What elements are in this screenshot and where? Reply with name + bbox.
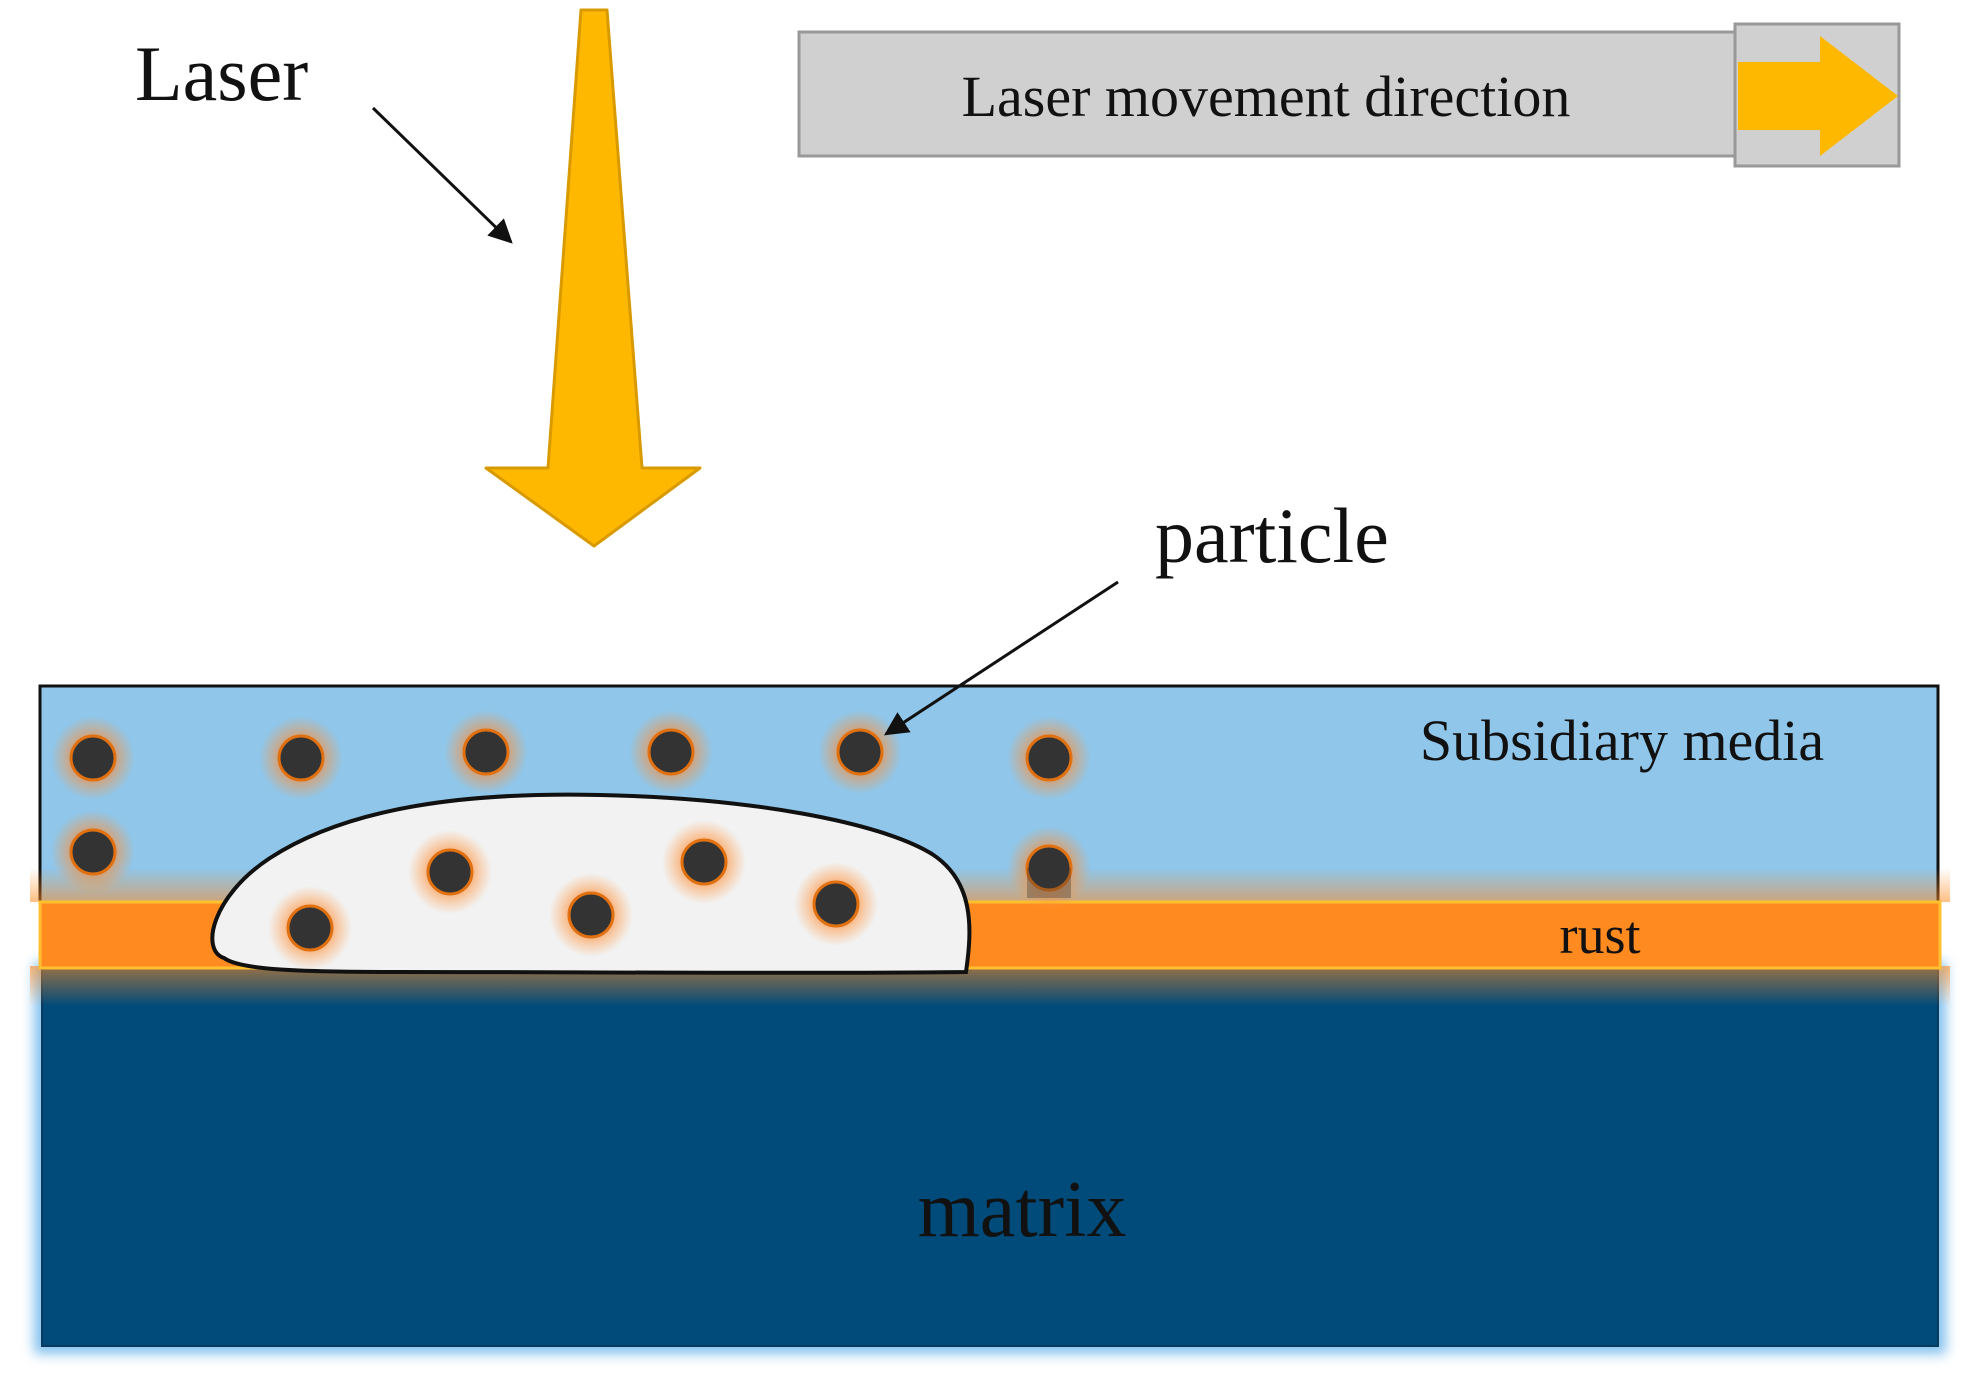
movement-direction-label: Laser movement direction	[962, 64, 1571, 129]
particle	[51, 810, 135, 894]
matrix-label: matrix	[918, 1166, 1127, 1254]
particle	[1007, 826, 1091, 910]
particle	[794, 862, 878, 946]
right-arrow-icon	[1738, 36, 1898, 156]
down-arrow-icon	[484, 8, 702, 548]
laser-pointer-arrow	[371, 106, 513, 244]
particle	[444, 710, 528, 794]
particle-pointer-arrow	[883, 580, 1119, 736]
particle	[549, 873, 633, 957]
particle	[629, 710, 713, 794]
movement-direction-banner: Laser movement direction	[797, 22, 1901, 168]
particle	[818, 710, 902, 794]
particle	[51, 716, 135, 800]
particle	[259, 716, 343, 800]
subsidiary-media-label: Subsidiary media	[1420, 708, 1824, 773]
particle	[408, 830, 492, 914]
particles	[51, 710, 1091, 970]
particle	[268, 886, 352, 970]
particle	[1007, 716, 1091, 800]
particle-label: particle	[1155, 492, 1389, 579]
banner-background	[797, 30, 1737, 158]
rust-label: rust	[1560, 905, 1641, 965]
laser-label: Laser	[135, 30, 308, 117]
particle	[662, 820, 746, 904]
matrix-layer: matrix	[34, 962, 1946, 1354]
